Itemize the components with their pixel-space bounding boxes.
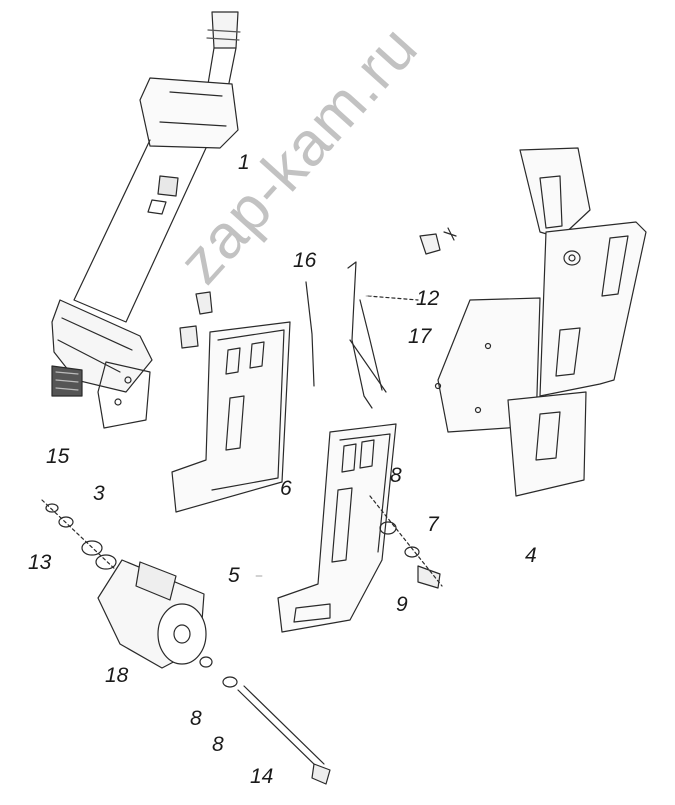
- callout-16: 16: [293, 249, 317, 272]
- callout-18: 18: [105, 664, 129, 687]
- callout-13: 13: [28, 551, 52, 574]
- callout-8-b: 8: [190, 707, 202, 730]
- part-plate-6: [172, 292, 290, 512]
- part-bolt-stack-7-9: [370, 496, 442, 588]
- callout-9: 9: [396, 593, 408, 616]
- callout-14: 14: [250, 765, 274, 788]
- part-bolt-12: [368, 228, 456, 300]
- callout-12: 12: [416, 287, 440, 310]
- callout-4: 4: [525, 544, 537, 567]
- callout-1: 1: [238, 151, 250, 174]
- callout-15: 15: [46, 445, 70, 468]
- part-washers-3-13: [42, 500, 118, 572]
- callout-6: 6: [280, 477, 292, 500]
- callout-5: 5: [228, 564, 240, 587]
- callout-17: 17: [408, 325, 432, 348]
- callout-7: 7: [427, 513, 439, 536]
- part-motor-18: [98, 560, 206, 668]
- part-plate-5: [278, 424, 396, 632]
- callout-3: 3: [93, 482, 105, 505]
- part-long-bolt-14: [200, 657, 330, 784]
- part-spring-16-17: [306, 262, 386, 408]
- leader-lines: [255, 295, 373, 577]
- part-steering-column: [52, 12, 240, 428]
- part-bracket-4: [436, 148, 647, 496]
- callout-8-c: 8: [212, 733, 224, 756]
- callout-8-a: 8: [390, 464, 402, 487]
